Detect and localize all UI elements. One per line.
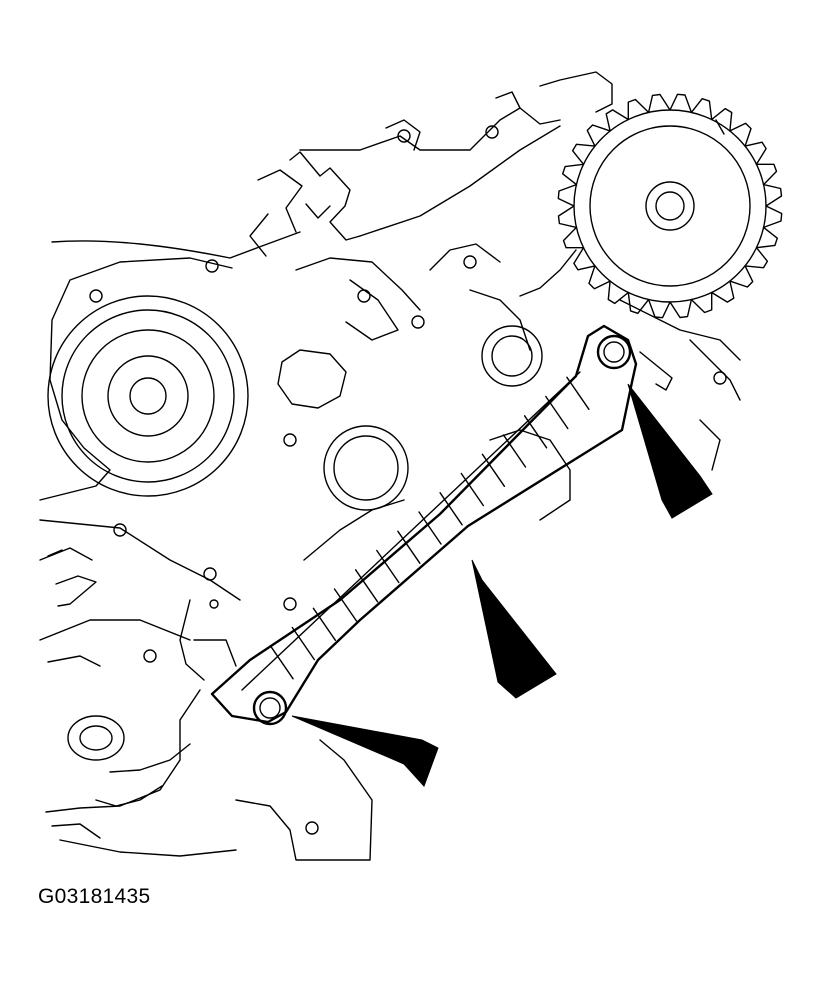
guide-rib [270,646,294,680]
water-pump-pulley [47,295,249,497]
timing-chain-guide [210,324,673,724]
guide-rib [502,434,527,468]
guide-rib [460,472,484,507]
arrow-lower-bolt [291,715,439,787]
guide-rib [397,530,421,564]
guide-rib [312,607,337,641]
engine-block-outline [39,71,741,861]
guide-rib [291,626,315,661]
guide-rib [523,415,548,449]
cover-bolt-holes [89,125,727,835]
guide-rib [354,569,379,603]
guide-ribs [270,376,590,680]
idler-pulleys [67,325,543,761]
guide-rib [418,511,442,545]
guide-bolt-lower[interactable] [252,690,288,726]
guide-bolt-upper[interactable] [596,334,632,370]
guide-rib [481,453,506,487]
arrow-upper-bolt [627,383,713,519]
arrow-guide [471,559,557,699]
guide-rib [376,549,400,584]
figure-id-label: G03181435 [38,885,151,908]
guide-rib [566,376,590,410]
guide-rib [545,395,569,430]
camshaft-sprocket [557,93,783,319]
guide-rib [439,492,463,526]
guide-rib [333,588,358,622]
